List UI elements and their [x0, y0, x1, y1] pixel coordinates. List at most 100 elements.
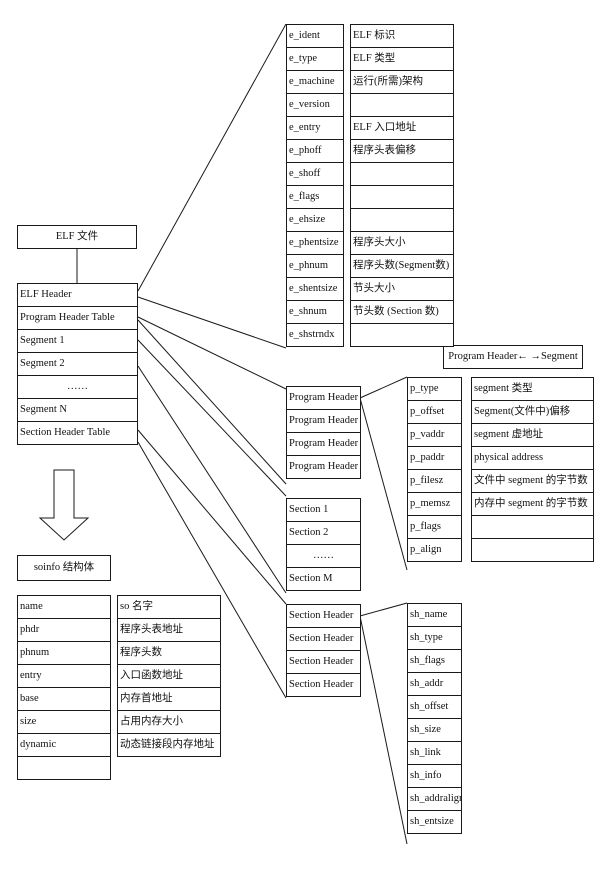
elf-header-descriptions-cell: 程序头大小 [350, 231, 454, 255]
elf-header-fields-cell: e_shentsize [286, 277, 344, 301]
section-header-table-cell: Section Header [286, 673, 361, 697]
program-header-fields-cell: p_align [407, 538, 462, 562]
connector-elfheader-top [137, 23, 287, 292]
elf-header-fields-cell: e_ehsize [286, 208, 344, 232]
connector-ph-bottom [359, 397, 408, 571]
program-header-fields-cell: p_paddr [407, 446, 462, 470]
connector-ph-top [359, 376, 408, 399]
section-header-fields-cell: sh_link [407, 741, 462, 765]
program-header-descriptions-cell: segment 类型 [471, 377, 594, 401]
elf-layout-table-cell: ELF Header [17, 283, 138, 307]
soinfo-fields-cell: entry [17, 664, 111, 688]
soinfo-descriptions-cell: 程序头数 [117, 641, 221, 665]
elf-header-fields-cell: e_shoff [286, 162, 344, 186]
program-header-descriptions-cell: 内存中 segment 的字节数 [471, 492, 594, 516]
program-header-fields-cell: p_flags [407, 515, 462, 539]
section-header-fields-cell: sh_size [407, 718, 462, 742]
program-header-table-cell: Program Header [286, 432, 361, 456]
soinfo-fields-cell: phnum [17, 641, 111, 665]
elf-header-descriptions-cell [350, 185, 454, 209]
elf-header-fields-cell: e_ident [286, 24, 344, 48]
section-header-table-cell: Section Header [286, 650, 361, 674]
elf-header-fields-cell: e_shstrndx [286, 323, 344, 347]
elf-header-descriptions-cell [350, 323, 454, 347]
section-header-fields-cell: sh_info [407, 764, 462, 788]
elf-header-fields-cell: e_type [286, 47, 344, 71]
soinfo-descriptions-cell: 占用内存大小 [117, 710, 221, 734]
elf-header-fields-cell: e_phoff [286, 139, 344, 163]
elf-header-fields-cell: e_phentsize [286, 231, 344, 255]
program-header-fields-cell: p_vaddr [407, 423, 462, 447]
sections-table-cell: Section M [286, 567, 361, 591]
program-header-table-cell: Program Header [286, 409, 361, 433]
soinfo-descriptions-cell: 内存首地址 [117, 687, 221, 711]
elf-header-descriptions-cell: 节头大小 [350, 277, 454, 301]
soinfo-fields-cell [17, 756, 111, 780]
elf-header-fields-cell: e_shnum [286, 300, 344, 324]
connector-seg1 [137, 339, 287, 497]
program-header-descriptions-cell: Segment(文件中)偏移 [471, 400, 594, 424]
elf-layout-table-cell: Segment 1 [17, 329, 138, 353]
connector-sh-bottom [359, 615, 408, 845]
program-header-descriptions-cell: physical address [471, 446, 594, 470]
elf-layout-table-cell: Segment N [17, 398, 138, 422]
soinfo-descriptions-cell: 入口函数地址 [117, 664, 221, 688]
program-header-table-cell: Program Header [286, 386, 361, 410]
soinfo-fields-cell: name [17, 595, 111, 619]
program-header-fields-cell: p_memsz [407, 492, 462, 516]
soinfo-title: soinfo 结构体 [17, 555, 111, 581]
program-header-descriptions-cell: segment 虚地址 [471, 423, 594, 447]
elf-header-descriptions-cell: ELF 类型 [350, 47, 454, 71]
soinfo-fields-cell: base [17, 687, 111, 711]
elf-layout-table-cell: Section Header Table [17, 421, 138, 445]
elf-header-descriptions-cell [350, 93, 454, 117]
program-header-descriptions-cell [471, 538, 594, 562]
program-header-fields-cell: p_type [407, 377, 462, 401]
connector-seg2 [137, 365, 287, 594]
connector-elfheader-bottom [137, 296, 287, 349]
elf-layout-table-cell: …… [17, 375, 138, 399]
section-header-fields-cell: sh_addralign [407, 787, 462, 811]
elf-header-descriptions-cell [350, 208, 454, 232]
section-header-fields-cell: sh_type [407, 626, 462, 650]
program-header-fields-cell: p_filesz [407, 469, 462, 493]
program-header-table-cell: Program Header [286, 455, 361, 479]
elf-header-descriptions-cell: 程序头表偏移 [350, 139, 454, 163]
soinfo-fields-cell: size [17, 710, 111, 734]
program-header-descriptions-cell: 文件中 segment 的字节数 [471, 469, 594, 493]
elf-layout-table-cell: Segment 2 [17, 352, 138, 376]
elf-layout-table-cell: Program Header Table [17, 306, 138, 330]
section-header-table-cell: Section Header [286, 604, 361, 628]
soinfo-descriptions-cell: 程序头表地址 [117, 618, 221, 642]
soinfo-fields-cell: phdr [17, 618, 111, 642]
soinfo-fields-cell: dynamic [17, 733, 111, 757]
sections-table-cell: Section 1 [286, 498, 361, 522]
down-arrow [38, 469, 90, 541]
elf-header-fields-cell: e_flags [286, 185, 344, 209]
sections-table-cell: …… [286, 544, 361, 568]
elf-header-descriptions-cell: 程序头数(Segment数) [350, 254, 454, 278]
connector-pht-top [137, 316, 287, 390]
section-header-fields-cell: sh_offset [407, 695, 462, 719]
elf-header-descriptions-cell [350, 162, 454, 186]
section-header-table-cell: Section Header [286, 627, 361, 651]
program-header-descriptions-cell [471, 515, 594, 539]
section-header-fields-cell: sh_addr [407, 672, 462, 696]
program-header-fields-cell: p_offset [407, 400, 462, 424]
elf-header-descriptions-cell: ELF 入口地址 [350, 116, 454, 140]
elf-header-fields-cell: e_entry [286, 116, 344, 140]
elf-header-descriptions-cell: 节头数 (Section 数) [350, 300, 454, 324]
elf-header-descriptions-cell: ELF 标识 [350, 24, 454, 48]
elf-header-descriptions-cell: 运行(所需)架构 [350, 70, 454, 94]
soinfo-descriptions-cell: so 名字 [117, 595, 221, 619]
connector-sh-top [359, 602, 408, 617]
soinfo-descriptions-cell: 动态链接段内存地址 [117, 733, 221, 757]
sections-table-cell: Section 2 [286, 521, 361, 545]
elf-header-fields-cell: e_phnum [286, 254, 344, 278]
connector-sht-top [137, 429, 287, 605]
section-header-fields-cell: sh_flags [407, 649, 462, 673]
elf-header-fields-cell: e_machine [286, 70, 344, 94]
elf-header-fields-cell: e_version [286, 93, 344, 117]
elf-file-title: ELF 文件 [17, 225, 137, 249]
